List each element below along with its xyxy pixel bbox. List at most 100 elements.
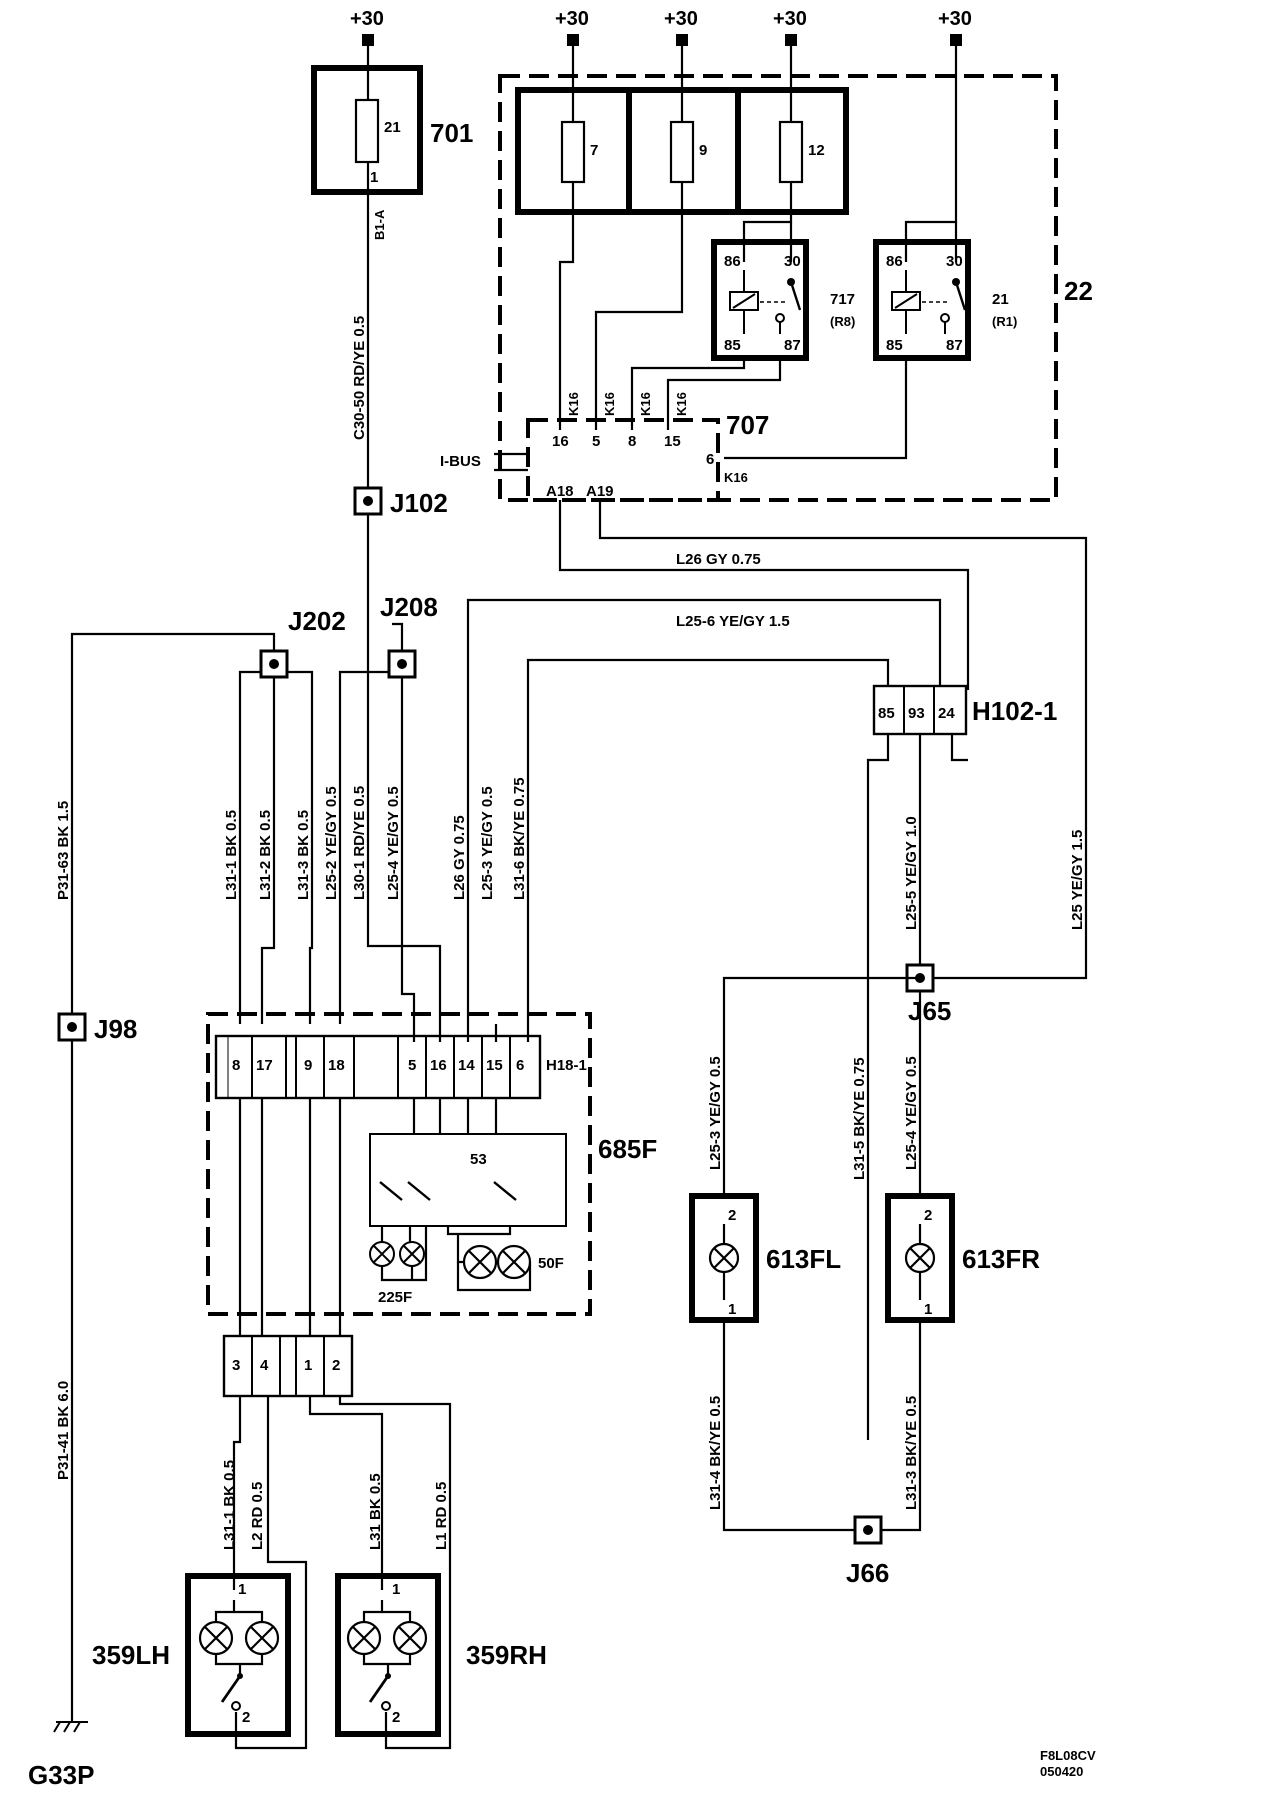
fuse-9-label: 9 <box>699 142 707 159</box>
wire-fr-top-label: L25-4 YE/GY 0.5 <box>903 1056 920 1170</box>
wire-fl-top-label: L25-3 YE/GY 0.5 <box>707 1056 724 1170</box>
front-lamps: L25-3 YE/GY 0.5 L25-4 YE/GY 0.5 2 1 613F… <box>689 976 1040 1588</box>
lamp-613fr-label: 613FR <box>962 1244 1040 1274</box>
svg-text:1: 1 <box>304 1357 312 1374</box>
switch-53-label: 53 <box>470 1151 487 1168</box>
wire-p31-41-label: P31-41 BK 6.0 <box>55 1381 72 1480</box>
svg-text:8: 8 <box>232 1057 240 1074</box>
fuse-9-symbol <box>669 120 695 184</box>
fuse-21-label: 21 <box>384 119 401 136</box>
svg-text:K16: K16 <box>674 392 689 416</box>
lamp-359rh <box>335 1573 441 1737</box>
junction-j66-label: J66 <box>846 1558 889 1588</box>
svg-text:17: 17 <box>256 1057 273 1074</box>
wire-l26-top-label: L26 GY 0.75 <box>676 551 761 568</box>
component-685f-label: 685F <box>598 1134 657 1164</box>
svg-text:6: 6 <box>516 1057 524 1074</box>
connector-h18-1 <box>214 1034 542 1100</box>
lamp-225f-label: 225F <box>378 1289 412 1306</box>
wire-p31-63-label: P31-63 BK 1.5 <box>55 801 72 900</box>
svg-text:2: 2 <box>392 1709 400 1726</box>
relay-21: 86 30 85 87 21 (R1) <box>873 46 1017 361</box>
svg-text:1: 1 <box>728 1301 736 1318</box>
wire-l31-3-label: L31-3 BK 0.5 <box>295 810 312 900</box>
wire-lh-rd-label: L2 RD 0.5 <box>249 1482 266 1550</box>
svg-text:15: 15 <box>664 433 681 450</box>
svg-text:93: 93 <box>908 705 925 722</box>
supply-terminal-fuse7 <box>567 34 579 46</box>
wire-l25-4-label: L25-4 YE/GY 0.5 <box>385 786 402 900</box>
svg-text:2: 2 <box>242 1709 250 1726</box>
wire-l26-label: L26 GY 0.75 <box>451 815 468 900</box>
svg-text:2: 2 <box>728 1207 736 1224</box>
supply-terminals: +30 +30 +30 +30 +30 <box>350 8 972 46</box>
connector-lower <box>222 1334 354 1398</box>
svg-text:16: 16 <box>430 1057 447 1074</box>
fuse-21-symbol <box>354 98 380 164</box>
svg-text:1: 1 <box>238 1581 246 1598</box>
svg-text:2: 2 <box>332 1357 340 1374</box>
unit-707: 707 16 5 8 15 6 A18 A19 K16 K16 K16 K16 … <box>440 392 769 502</box>
supply-terminal-701 <box>362 34 374 46</box>
svg-text:9: 9 <box>304 1057 312 1074</box>
component-701-label: 701 <box>430 118 473 148</box>
junction-j102 <box>353 486 383 516</box>
svg-text:5: 5 <box>592 433 600 450</box>
svg-text:1: 1 <box>924 1301 932 1318</box>
lamp-613fl-label: 613FL <box>766 1244 841 1274</box>
svg-text:5: 5 <box>408 1057 416 1074</box>
fuse-7-label: 7 <box>590 142 598 159</box>
fuse-12-symbol <box>778 120 804 184</box>
svg-text:87: 87 <box>946 337 963 354</box>
svg-text:16: 16 <box>552 433 569 450</box>
svg-text:4: 4 <box>260 1357 269 1374</box>
lamp-359rh-label: 359RH <box>466 1640 547 1670</box>
relay-717-label: 717 <box>830 291 855 308</box>
rear-lamps: 3 4 1 2 L31-1 BK 0.5 L2 RD 0.5 1 2 359LH… <box>92 1334 547 1750</box>
wire-rh-rd-label: L1 RD 0.5 <box>433 1482 450 1550</box>
doc-id-line2: 050420 <box>1040 1764 1083 1779</box>
svg-text:85: 85 <box>886 337 903 354</box>
relay-717-sub: (R8) <box>830 314 855 329</box>
svg-text:24: 24 <box>938 705 955 722</box>
svg-text:2: 2 <box>924 1207 932 1224</box>
svg-text:1: 1 <box>392 1581 400 1598</box>
wire-c30-50-label: C30-50 RD/YE 0.5 <box>351 316 368 440</box>
svg-text:K16: K16 <box>566 392 581 416</box>
wire-l25-3-label: L25-3 YE/GY 0.5 <box>479 786 496 900</box>
supply-label-fuse12: +30 <box>773 8 807 30</box>
svg-text:6: 6 <box>706 451 714 468</box>
unit-707-label: 707 <box>726 410 769 440</box>
svg-text:K16: K16 <box>724 470 748 485</box>
fuse-7-symbol <box>560 120 586 184</box>
supply-label-701: +30 <box>350 8 384 30</box>
junction-j208-label: J208 <box>380 592 438 622</box>
ground-wiring: J98 P31-63 BK 1.5 P31-41 BK 6.0 G33P <box>28 632 276 1790</box>
pin-1-label: 1 <box>370 169 378 186</box>
connector-h18-label: H18-1 <box>546 1057 587 1074</box>
supply-terminal-fuse12 <box>785 34 797 46</box>
svg-text:86: 86 <box>724 253 741 270</box>
wire-l31-2-label: L31-2 BK 0.5 <box>257 810 274 900</box>
supply-label-r21: +30 <box>938 8 972 30</box>
wire-lh-bk-label: L31-1 BK 0.5 <box>221 1460 238 1550</box>
wire-l31-1-label: L31-1 BK 0.5 <box>223 810 240 900</box>
lamp-359lh <box>185 1573 291 1737</box>
relay-21-label: 21 <box>992 291 1009 308</box>
component-22: 22 7 9 12 86 30 85 87 <box>440 46 1093 502</box>
harness: J202 J208 L31-1 BK 0.5 L31-2 BK 0.5 L31-… <box>223 514 528 1024</box>
svg-text:30: 30 <box>946 253 963 270</box>
svg-text:3: 3 <box>232 1357 240 1374</box>
supply-terminal-fuse9 <box>676 34 688 46</box>
relay-717: 86 30 85 87 717 (R8) <box>711 182 855 361</box>
svg-text:86: 86 <box>886 253 903 270</box>
connector-h102-1: 85 93 24 H102-1 <box>872 684 1057 736</box>
supply-terminal-r21 <box>950 34 962 46</box>
component-701: 21 1 701 B1-A C30-50 RD/YE 0.5 J102 <box>311 46 473 518</box>
svg-text:85: 85 <box>878 705 895 722</box>
ibus-label: I-BUS <box>440 453 481 470</box>
wire-l31-3b-label: L31-3 BK/YE 0.5 <box>903 1396 920 1510</box>
ground-symbol <box>53 1721 88 1733</box>
junction-j65-label: J65 <box>908 996 951 1026</box>
